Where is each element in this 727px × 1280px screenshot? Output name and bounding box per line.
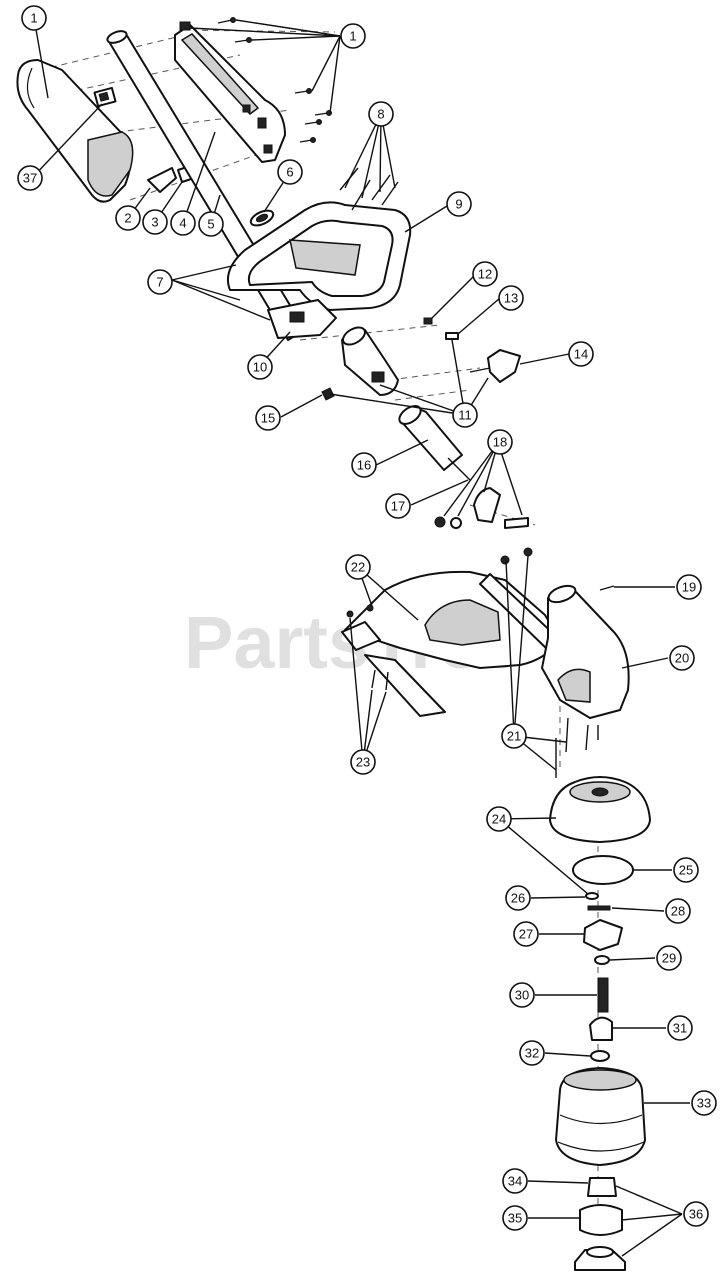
callout-15: 15 xyxy=(255,405,281,431)
svg-text:30: 30 xyxy=(515,988,529,1003)
spool-housing-part xyxy=(549,776,651,843)
svg-text:33: 33 xyxy=(697,1096,711,1111)
callout-17: 17 xyxy=(385,493,411,519)
svg-text:23: 23 xyxy=(356,755,370,770)
svg-text:19: 19 xyxy=(682,580,696,595)
callout-16: 16 xyxy=(351,452,377,478)
callout-14: 14 xyxy=(568,341,594,367)
line-ring-part xyxy=(572,855,634,885)
svg-text:13: 13 xyxy=(504,291,518,306)
callout-37: 37 xyxy=(17,165,43,191)
callout-11: 11 xyxy=(452,402,478,428)
callout-36: 36 xyxy=(683,1201,709,1227)
callout-22: 22 xyxy=(345,554,371,580)
callout-7: 7 xyxy=(147,269,173,295)
callout-13: 13 xyxy=(498,285,524,311)
spool-small-parts xyxy=(583,892,623,1062)
callout-1-right: 1 xyxy=(340,23,366,49)
guard-part xyxy=(341,547,561,717)
callout-5: 5 xyxy=(198,211,224,237)
assist-handle-part xyxy=(226,201,412,339)
svg-text:2: 2 xyxy=(124,211,131,226)
callout-3: 3 xyxy=(142,209,168,235)
callout-29: 29 xyxy=(656,945,682,971)
shaft-coupler-part xyxy=(341,326,399,396)
svg-text:21: 21 xyxy=(507,729,521,744)
callout-8: 8 xyxy=(368,101,394,127)
callout-18: 18 xyxy=(487,429,513,455)
svg-text:1: 1 xyxy=(30,11,37,26)
callout-33: 33 xyxy=(691,1090,717,1116)
callout-34: 34 xyxy=(502,1168,528,1194)
callout-31: 31 xyxy=(667,1015,693,1041)
svg-text:18: 18 xyxy=(493,435,507,450)
svg-text:29: 29 xyxy=(662,951,676,966)
handle-bolts-part xyxy=(339,167,399,211)
callout-9: 9 xyxy=(446,191,472,217)
svg-text:22: 22 xyxy=(351,560,365,575)
callout-30: 30 xyxy=(509,982,535,1008)
callout-1-left: 1 xyxy=(21,5,47,31)
svg-text:8: 8 xyxy=(377,107,384,122)
callout-27: 27 xyxy=(513,921,539,947)
svg-text:32: 32 xyxy=(525,1046,539,1061)
callout-32: 32 xyxy=(519,1040,545,1066)
svg-text:7: 7 xyxy=(156,275,163,290)
callout-6: 6 xyxy=(277,159,303,185)
svg-text:11: 11 xyxy=(458,408,472,423)
callout-12: 12 xyxy=(472,261,498,287)
svg-text:20: 20 xyxy=(675,651,689,666)
switch-part xyxy=(93,86,117,108)
svg-text:10: 10 xyxy=(253,360,267,375)
callout-10: 10 xyxy=(247,354,273,380)
trimmer-spool-part xyxy=(555,1067,646,1166)
shaft-clip-part xyxy=(249,209,275,227)
lower-shaft-part xyxy=(398,405,471,481)
svg-text:24: 24 xyxy=(492,812,506,827)
svg-text:12: 12 xyxy=(478,267,492,282)
svg-text:36: 36 xyxy=(689,1207,703,1222)
callout-23: 23 xyxy=(350,749,376,775)
svg-text:34: 34 xyxy=(508,1174,522,1189)
svg-text:31: 31 xyxy=(673,1021,687,1036)
callout-26: 26 xyxy=(505,885,531,911)
callout-2: 2 xyxy=(115,205,141,231)
svg-text:4: 4 xyxy=(179,216,186,231)
svg-text:9: 9 xyxy=(455,197,462,212)
svg-text:28: 28 xyxy=(671,904,685,919)
svg-text:25: 25 xyxy=(679,863,693,878)
coupler-knob-part xyxy=(321,317,521,401)
handle-screws-part xyxy=(217,17,332,143)
callout-35: 35 xyxy=(502,1205,528,1231)
svg-text:37: 37 xyxy=(23,171,37,186)
svg-text:15: 15 xyxy=(261,411,275,426)
handle-cover-part xyxy=(16,59,134,203)
callout-25: 25 xyxy=(673,857,699,883)
motor-housing-part xyxy=(541,584,630,778)
callout-21: 21 xyxy=(501,723,527,749)
svg-text:3: 3 xyxy=(151,215,158,230)
callout-20: 20 xyxy=(669,645,695,671)
svg-text:35: 35 xyxy=(508,1211,522,1226)
shaft-clamp-part xyxy=(434,487,529,529)
callout-4: 4 xyxy=(170,210,196,236)
svg-text:1: 1 xyxy=(349,29,356,44)
svg-text:16: 16 xyxy=(357,458,371,473)
callout-19: 19 xyxy=(676,574,702,600)
handle-housing-part xyxy=(174,21,286,163)
spool-cap-parts xyxy=(574,1177,626,1271)
callout-28: 28 xyxy=(665,898,691,924)
svg-text:6: 6 xyxy=(286,165,293,180)
svg-text:27: 27 xyxy=(519,927,533,942)
svg-text:5: 5 xyxy=(207,217,214,232)
svg-text:17: 17 xyxy=(391,499,405,514)
callout-24: 24 xyxy=(486,806,512,832)
svg-text:14: 14 xyxy=(574,347,588,362)
svg-text:26: 26 xyxy=(511,891,525,906)
